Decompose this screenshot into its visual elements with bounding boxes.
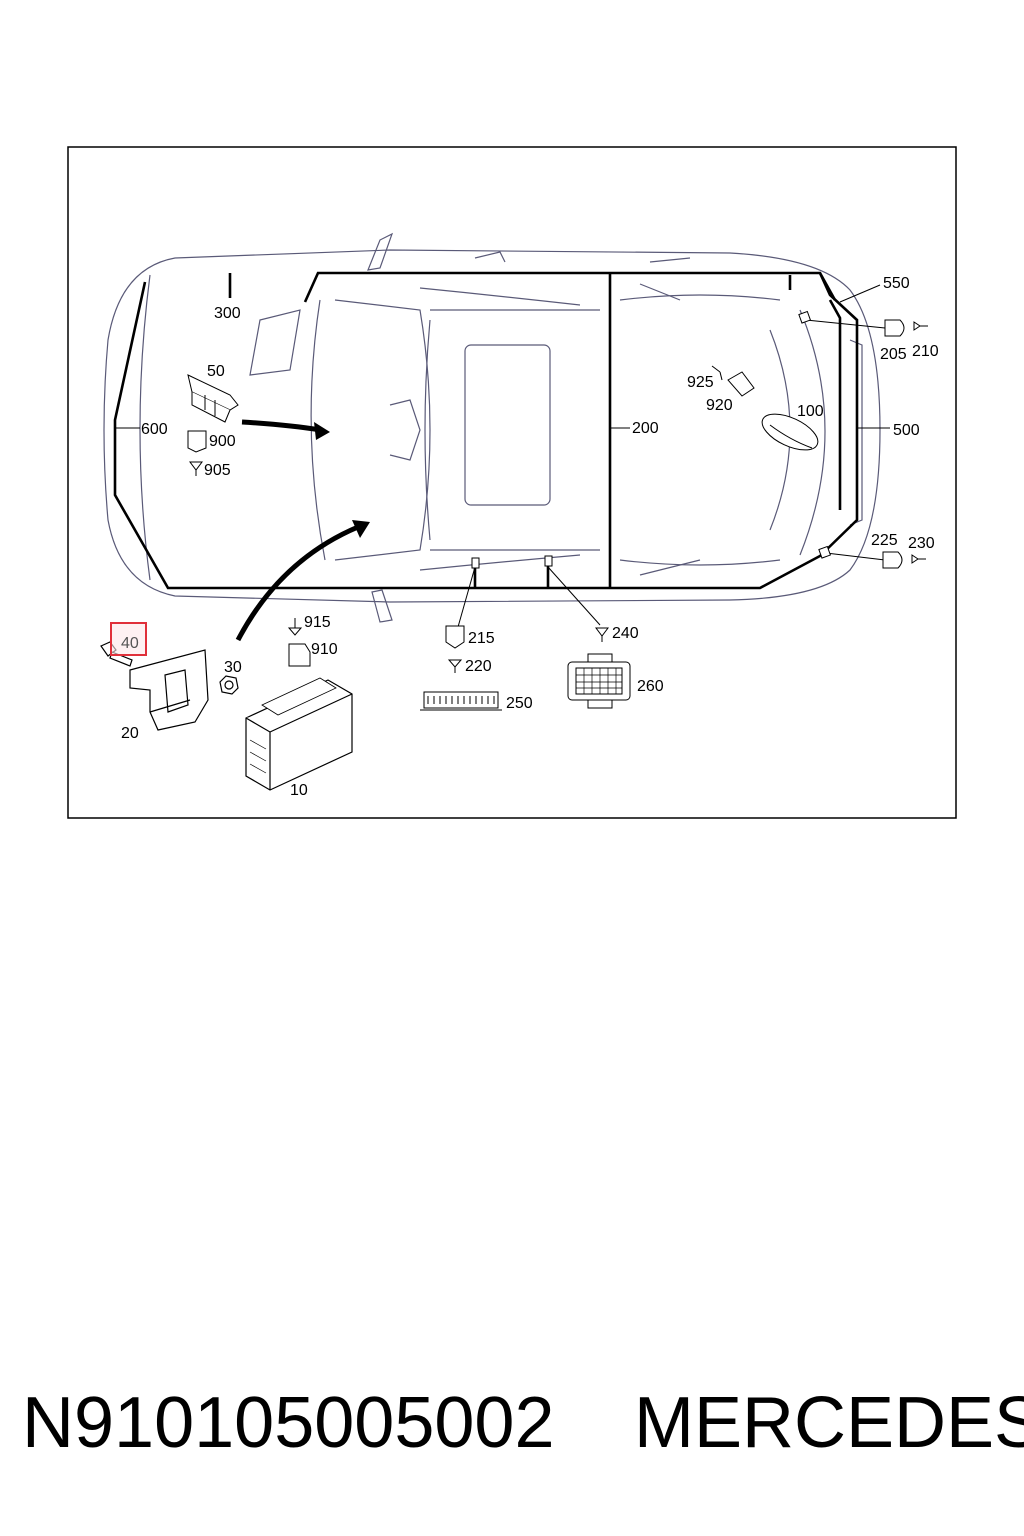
- callout-100: 100: [797, 403, 824, 420]
- callout-905: 905: [204, 462, 231, 479]
- callout-40: 40: [121, 635, 139, 652]
- callout-20: 20: [121, 725, 139, 742]
- callout-920: 920: [706, 397, 733, 414]
- callout-50: 50: [207, 363, 225, 380]
- leader-lines: [115, 284, 890, 628]
- callout-240: 240: [612, 625, 639, 642]
- connector-215: [445, 625, 465, 649]
- callout-915: 915: [304, 614, 331, 631]
- callout-205: 205: [880, 346, 907, 363]
- connector-250: [420, 691, 502, 711]
- terminal-230: [911, 554, 926, 564]
- callout-225: 225: [871, 532, 898, 549]
- highlight-box-40: [110, 622, 147, 656]
- terminal-210: [913, 321, 928, 331]
- brand-name: MERCEDES: [634, 1383, 1024, 1463]
- connector-260: [567, 653, 631, 709]
- terminal-905: [189, 461, 203, 476]
- callout-900: 900: [209, 433, 236, 450]
- component-50-bracket: [187, 374, 239, 423]
- component-100-lamp: [761, 413, 819, 451]
- terminal-240: [595, 627, 609, 642]
- bracket-20: [129, 649, 209, 731]
- callout-600: 600: [141, 421, 168, 438]
- connector-205: [884, 319, 905, 337]
- diagram-frame: [67, 146, 957, 819]
- car-body-outline: [103, 232, 881, 623]
- callout-230: 230: [908, 535, 935, 552]
- terminal-925: [711, 365, 723, 381]
- connector-910: [288, 643, 311, 667]
- harness-node-markers: [471, 310, 832, 569]
- callout-550: 550: [883, 275, 910, 292]
- callout-labels: 300 50 900 905 600 200 925 920 100 550 2…: [121, 275, 939, 799]
- callout-220: 220: [465, 658, 492, 675]
- callout-250: 250: [506, 695, 533, 712]
- callout-10: 10: [290, 782, 308, 799]
- callout-215: 215: [468, 630, 495, 647]
- terminal-220: [447, 659, 463, 673]
- callout-925: 925: [687, 374, 714, 391]
- callout-30: 30: [224, 659, 242, 676]
- callout-910: 910: [311, 641, 338, 658]
- callout-200: 200: [632, 420, 659, 437]
- callout-260: 260: [637, 678, 664, 695]
- callout-300: 300: [214, 305, 241, 322]
- connector-900: [187, 430, 207, 453]
- connector-920: [727, 371, 755, 397]
- part-number: N910105005002: [22, 1383, 555, 1463]
- callout-500: 500: [893, 422, 920, 439]
- callout-210: 210: [912, 343, 939, 360]
- footer: N910105005002 MERCEDES: [0, 1378, 1024, 1468]
- nut-30: [219, 675, 239, 695]
- arrows: [235, 419, 370, 642]
- control-unit-10: [245, 677, 353, 791]
- connector-225: [882, 551, 903, 569]
- terminal-915: [287, 618, 303, 636]
